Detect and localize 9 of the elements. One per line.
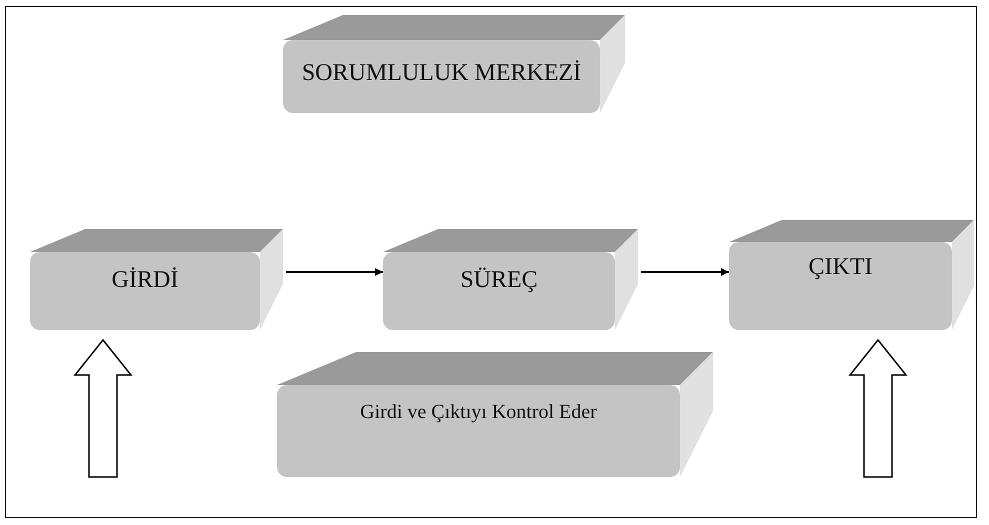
block-label: GİRDİ (112, 267, 178, 294)
block-arrow (848, 338, 908, 478)
block-label: SÜREÇ (460, 267, 538, 294)
block-arrow (73, 338, 133, 478)
block-label: SORUMLULUK MERKEZİ (302, 60, 582, 87)
arrow (641, 268, 729, 276)
block-label: Girdi ve Çıktıyı Kontrol Eder (360, 401, 597, 424)
block-label: ÇIKTI (808, 254, 872, 281)
arrow (286, 268, 383, 276)
